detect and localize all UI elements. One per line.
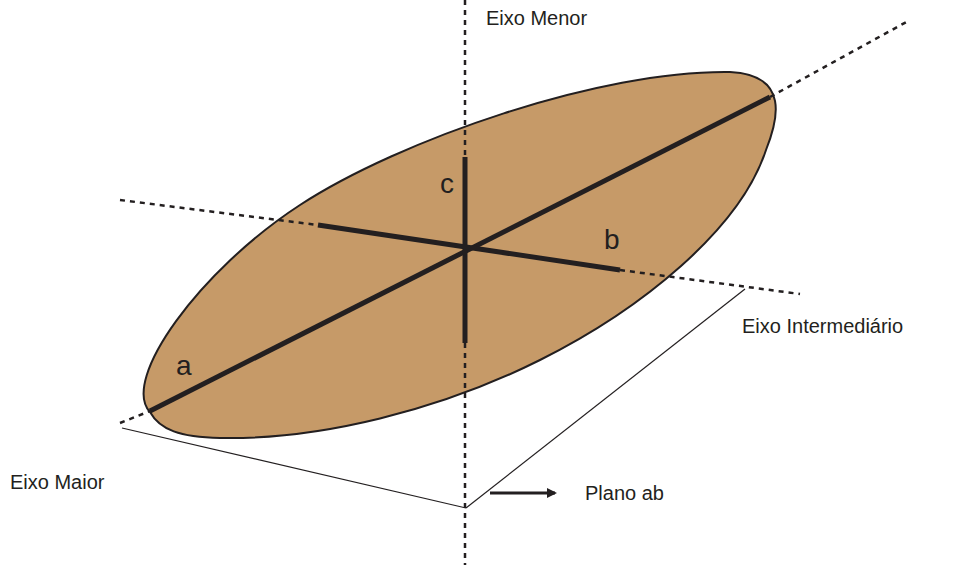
ellipsoid-body bbox=[144, 72, 776, 438]
axis-extensions bbox=[120, 0, 910, 565]
axis-name: Eixo Maior bbox=[10, 472, 104, 492]
plane-arrow bbox=[490, 492, 555, 495]
axis-letter: b bbox=[604, 226, 620, 254]
axis-name: Eixo Intermediário bbox=[742, 316, 903, 336]
axis-letter: a bbox=[176, 352, 192, 380]
plane-name: Plano ab bbox=[585, 483, 664, 503]
plane-ab-outline bbox=[122, 289, 745, 508]
axes bbox=[150, 97, 770, 411]
axis-letter: c bbox=[440, 170, 454, 198]
axis-name: Eixo Menor bbox=[486, 8, 587, 28]
